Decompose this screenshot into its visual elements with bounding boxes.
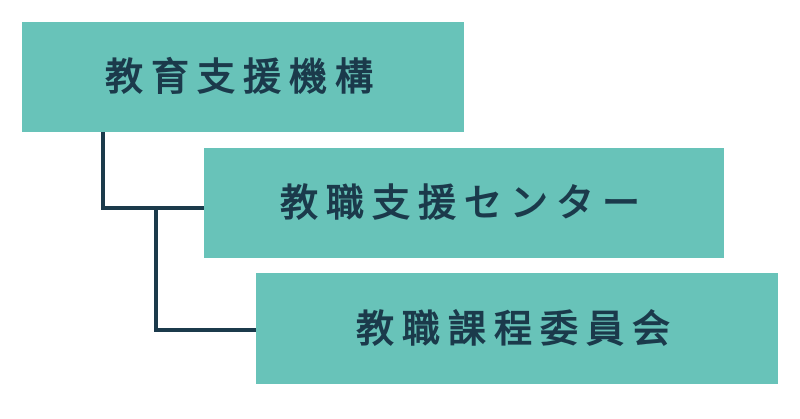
connector-root-to-center	[101, 132, 204, 210]
connector-center-to-committee	[154, 208, 256, 332]
org-box-teacher-training-committee-label: 教職課程委員会	[355, 306, 678, 351]
org-box-root-label: 教育支援機構	[104, 55, 381, 99]
org-box-teacher-support-center-label: 教職支援センター	[279, 181, 648, 225]
org-box-teacher-support-center: 教職支援センター	[204, 148, 724, 258]
org-box-root: 教育支援機構	[22, 22, 464, 132]
org-box-teacher-training-committee: 教職課程委員会	[256, 273, 778, 384]
